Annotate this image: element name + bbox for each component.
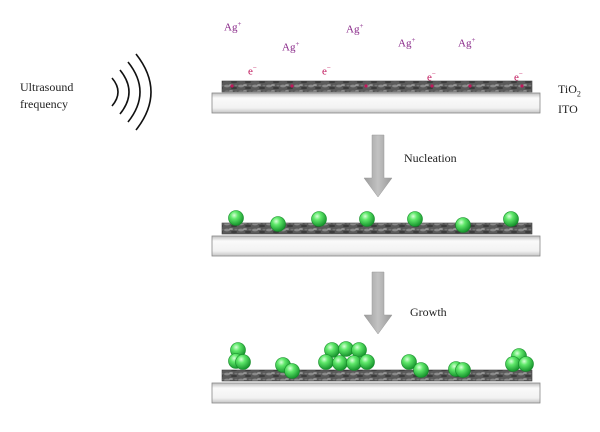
silver-particle (359, 354, 375, 370)
electrode-stage-1 (211, 80, 541, 114)
nucleation-label: Nucleation (404, 151, 457, 165)
silver-nucleus (228, 210, 244, 226)
electron-charge: − (326, 64, 331, 72)
silver-ion-symbol: Ag (458, 37, 472, 50)
electron-charge: − (518, 70, 523, 78)
wave-arc-1 (111, 77, 119, 107)
silver-ion: Ag+ (458, 36, 475, 50)
silver-particles-grown (228, 341, 534, 379)
tio2-layer-3 (221, 369, 533, 382)
electrode-stage-3 (211, 341, 541, 404)
silver-ion-charge: + (471, 36, 476, 44)
silver-nucleus (455, 217, 471, 233)
silver-nucleus (311, 211, 327, 227)
growth-arrow (363, 271, 393, 335)
electron-dot (468, 84, 472, 88)
silver-particle (455, 362, 471, 378)
silver-nucleus (503, 211, 519, 227)
electron-dot (364, 84, 368, 88)
electron-dot (290, 84, 294, 88)
electron-charge: − (431, 70, 436, 78)
ito-substrate-2 (211, 235, 541, 257)
tio2-layer-2 (221, 222, 533, 235)
silver-particle (235, 354, 251, 370)
electron-symbol: e (248, 65, 253, 78)
silver-nuclei (228, 210, 519, 233)
silver-ion-symbol: Ag (398, 37, 412, 50)
silver-ion-charge: + (295, 40, 300, 48)
ultrasound-waves-icon (111, 53, 152, 131)
silver-particle (518, 356, 534, 372)
electron-symbol: e (322, 65, 327, 78)
electrode-stage-2 (211, 210, 541, 257)
silver-ion: Ag+ (224, 20, 241, 34)
silver-ion: Ag+ (282, 40, 299, 54)
tio2-label: TiO2 (558, 82, 581, 98)
wave-arc-3 (127, 61, 141, 123)
ito-substrate-3 (211, 382, 541, 404)
silver-ion-symbol: Ag (224, 21, 238, 34)
electron-dot (520, 84, 524, 88)
silver-particle (346, 355, 362, 371)
electron-dot (230, 84, 234, 88)
silver-ion: Ag+ (346, 22, 363, 36)
silver-nucleus (359, 211, 375, 227)
silver-particle (318, 354, 334, 370)
wave-arc-2 (119, 69, 130, 115)
silver-particle (284, 363, 300, 379)
ultrasound-label: Ultrasound frequency (20, 79, 73, 113)
silver-ion-charge: + (359, 22, 364, 30)
growth-label: Growth (410, 305, 447, 319)
silver-ion-symbol: Ag (346, 23, 360, 36)
ito-substrate-1 (211, 92, 541, 114)
silver-ion-charge: + (411, 36, 416, 44)
electron: e− (248, 64, 257, 78)
silver-particle (332, 355, 348, 371)
silver-ion-charge: + (237, 20, 242, 28)
electron-charge: − (252, 64, 257, 72)
tio2-label-base: TiO (558, 82, 577, 96)
nucleation-arrow (363, 134, 393, 198)
silver-ion-symbol: Ag (282, 41, 296, 54)
tio2-label-sub: 2 (576, 89, 581, 99)
tio2-layer-1 (221, 80, 533, 93)
electron-symbol: e (514, 71, 519, 84)
electron: e− (427, 70, 436, 84)
silver-nucleus (270, 216, 286, 232)
ito-label: ITO (558, 102, 578, 116)
ultrasound-label-line1: Ultrasound (20, 80, 74, 94)
silver-ion: Ag+ (398, 36, 415, 50)
wave-arc-4 (135, 53, 152, 131)
electron-dot (430, 84, 434, 88)
ultrasound-label-line2: frequency (20, 97, 68, 111)
silver-nucleus (407, 211, 423, 227)
electron: e− (322, 64, 331, 78)
electron-symbol: e (427, 71, 432, 84)
silver-particle (413, 362, 429, 378)
silver-particle (401, 354, 417, 370)
electron: e− (514, 70, 523, 84)
silver-particle (338, 341, 354, 357)
